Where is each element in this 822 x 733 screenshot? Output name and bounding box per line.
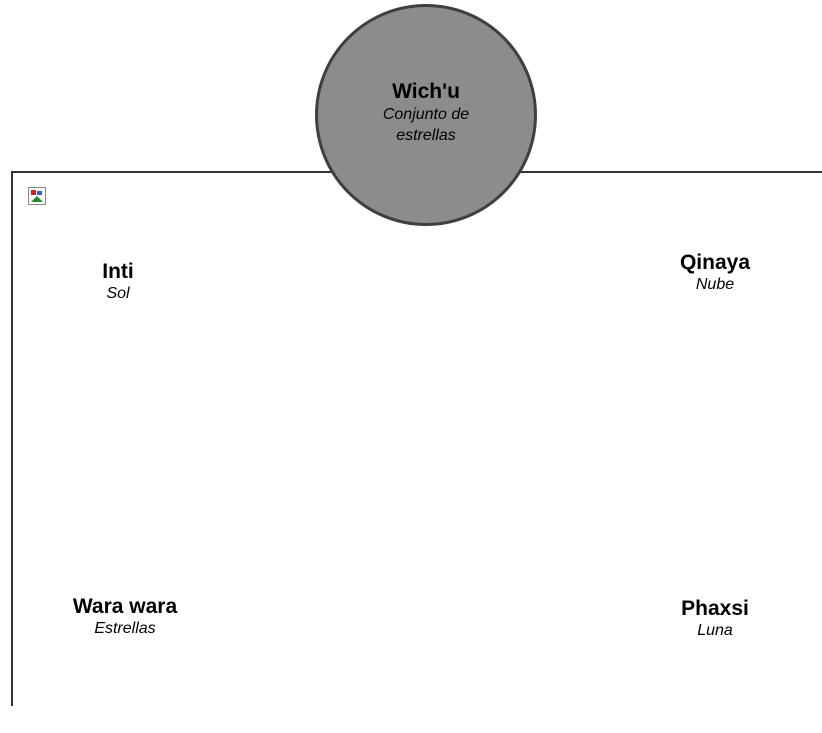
center-node: Wich'u Conjunto de estrellas (315, 4, 537, 226)
node-wara-wara: Wara wara Estrellas (40, 594, 210, 639)
node-inti: Inti Sol (78, 259, 158, 304)
node-subtitle: Estrellas (94, 620, 156, 637)
center-node-subtitle: Conjunto de estrellas (382, 106, 470, 144)
node-subtitle: Luna (697, 622, 733, 639)
node-title: Wara wara (72, 595, 178, 618)
node-title: Phaxsi (681, 597, 749, 620)
node-title: Qinaya (679, 251, 751, 274)
broken-image-icon (28, 187, 46, 205)
node-subtitle: Sol (106, 285, 130, 302)
node-phaxsi: Phaxsi Luna (650, 596, 780, 641)
node-qinaya: Qinaya Nube (650, 250, 780, 295)
center-node-title: Wich'u (392, 80, 460, 103)
node-title: Inti (102, 260, 134, 283)
node-subtitle: Nube (695, 276, 735, 293)
